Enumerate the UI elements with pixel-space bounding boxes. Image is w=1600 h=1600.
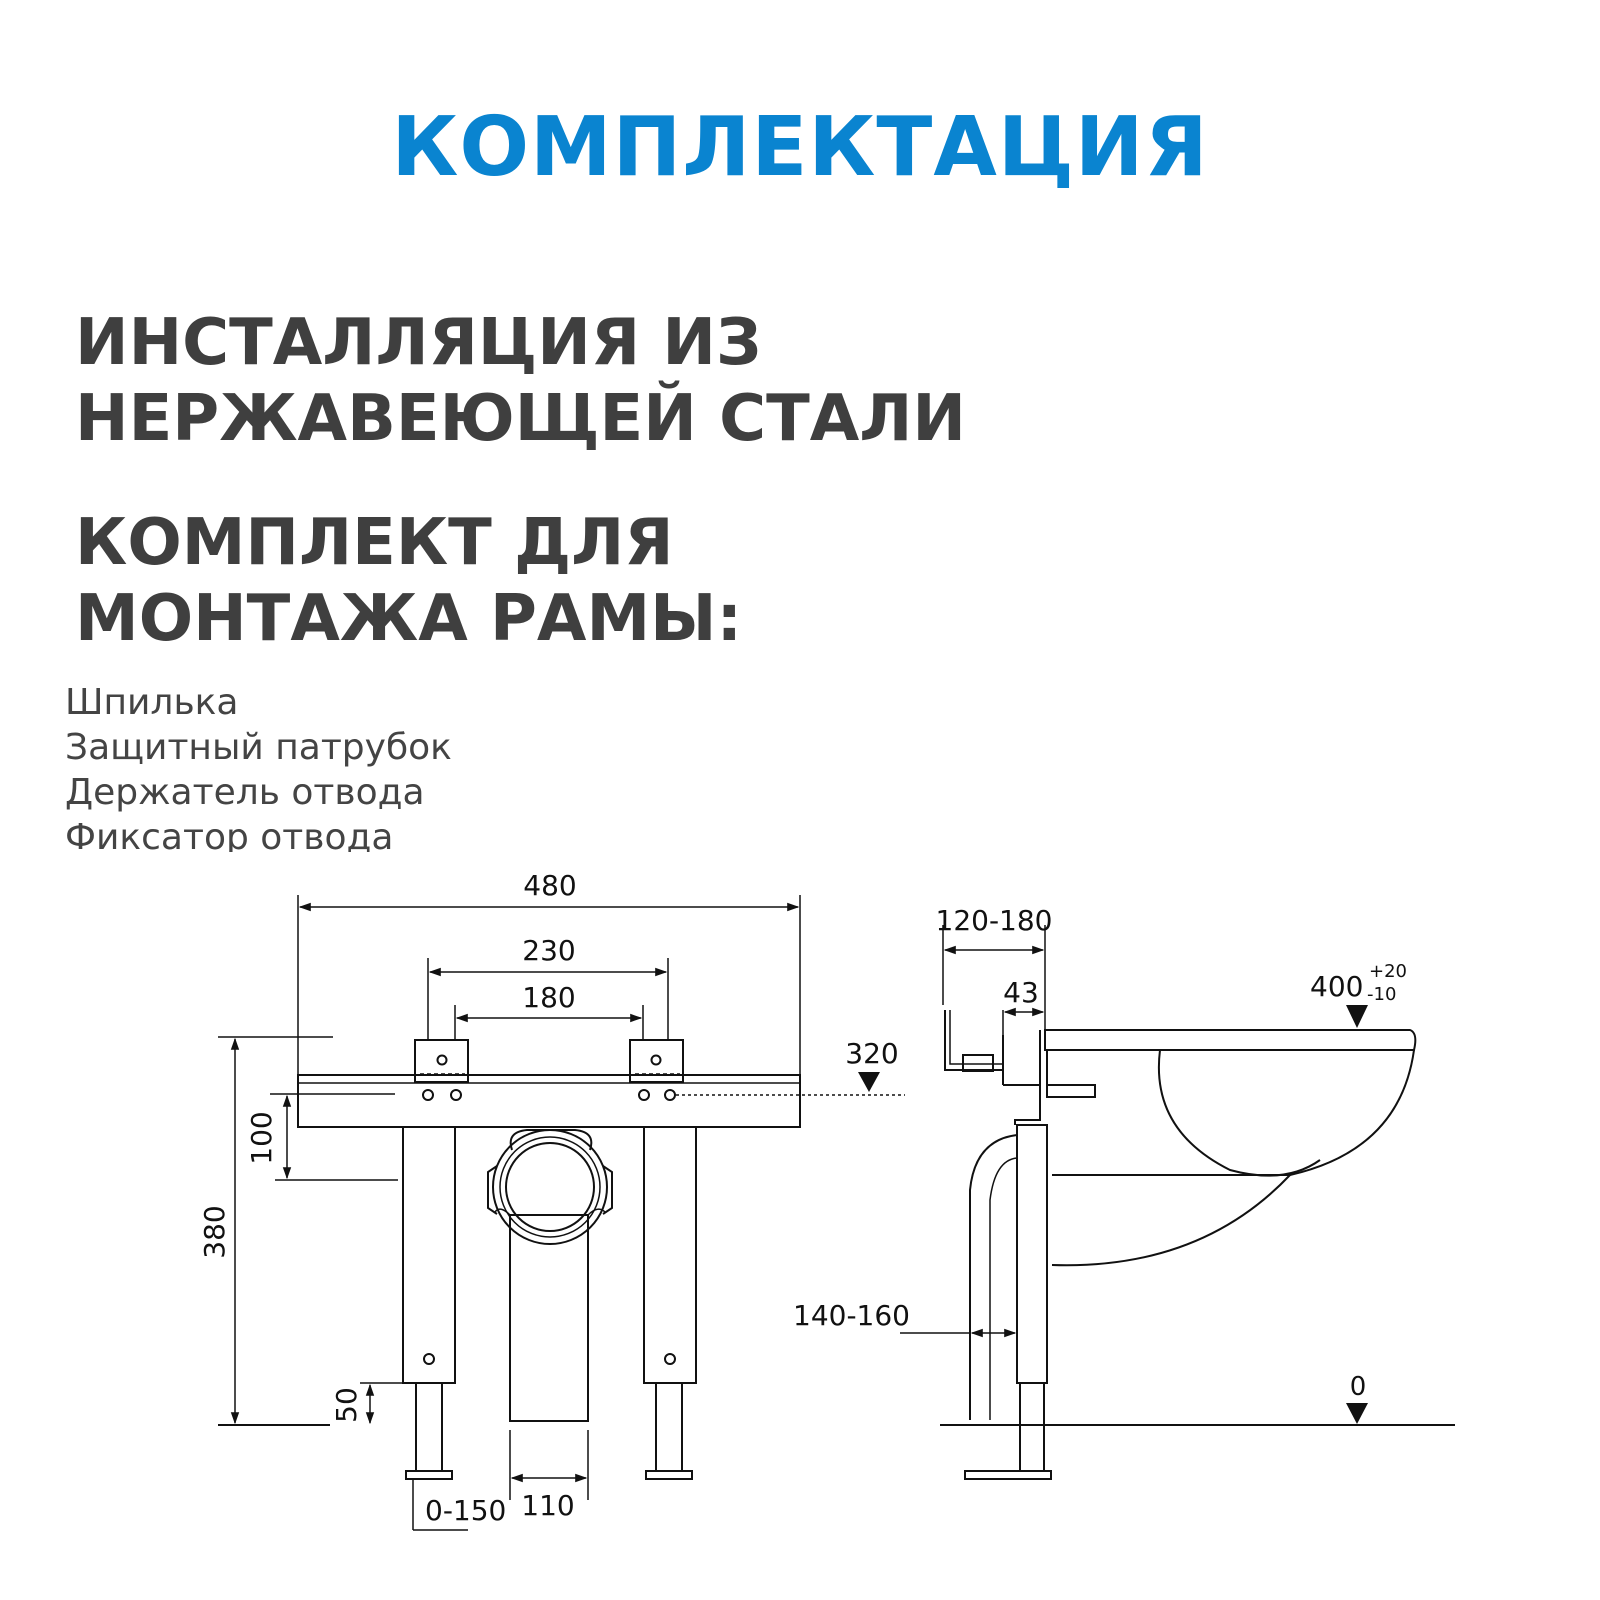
label-50: 50 — [330, 1387, 363, 1423]
side-frame-post — [1016, 1124, 1048, 1384]
drain-ring-outer — [492, 1129, 608, 1245]
drain-pipe — [509, 1214, 589, 1422]
label-400: 400 — [1310, 970, 1363, 1003]
label-0-150: 0-150 — [425, 1494, 506, 1527]
label-400-tolerance-upper: +20 — [1369, 961, 1407, 982]
left-foot — [415, 1382, 443, 1472]
list-item: Фиксатор отвода — [65, 817, 394, 852]
heading-line: НЕРЖАВЕЮЩЕЙ СТАЛИ — [75, 382, 966, 456]
heading-installation: ИНСТАЛЛЯЦИЯ ИЗ НЕРЖАВЕЮЩЕЙ СТАЛИ — [75, 305, 966, 457]
label-100: 100 — [245, 1111, 278, 1164]
heading-line: КОМПЛЕКТ ДЛЯ — [75, 506, 674, 580]
right-foot — [655, 1382, 683, 1472]
front-view — [218, 895, 905, 1531]
label-400-tolerance-lower: -10 — [1367, 984, 1396, 1005]
level-marker-0 — [1346, 1403, 1368, 1424]
heading-mounting-kit: КОМПЛЕКТ ДЛЯ МОНТАЖА РАМЫ: — [75, 505, 742, 657]
list-item: Защитный патрубок — [65, 727, 452, 768]
list-item: Шпилька — [65, 682, 239, 723]
heading-line: МОНТАЖА РАМЫ: — [75, 582, 743, 656]
side-bracket — [944, 1010, 1003, 1071]
label-480: 480 — [523, 869, 576, 902]
label-140-160: 140-160 — [793, 1299, 910, 1332]
label-0: 0 — [1350, 1372, 1367, 1402]
right-bracket — [629, 1039, 684, 1083]
page-title: КОМПЛЕКТАЦИЯ — [391, 100, 1209, 195]
label-230: 230 — [522, 934, 575, 967]
left-leg — [402, 1126, 456, 1384]
side-foot-plate — [964, 1470, 1052, 1480]
label-120-180: 120-180 — [936, 904, 1053, 937]
kit-items-list: Шпилька Защитный патрубок Держатель отво… — [65, 680, 765, 852]
toilet-rim — [1044, 1029, 1417, 1051]
label-110: 110 — [521, 1489, 574, 1522]
list-item: Держатель отвода — [65, 772, 425, 813]
heading-line: ИНСТАЛЛЯЦИЯ ИЗ — [75, 306, 762, 380]
left-foot-plate — [405, 1470, 453, 1480]
level-marker-320 — [858, 1072, 880, 1092]
side-drain-pipe — [969, 1134, 1018, 1420]
drain-ring-inner — [505, 1142, 595, 1232]
left-bracket — [414, 1039, 469, 1083]
label-43: 43 — [1003, 976, 1039, 1009]
label-320: 320 — [845, 1037, 898, 1070]
right-foot-plate — [645, 1470, 693, 1480]
toilet-bowl-outer — [1051, 1174, 1291, 1267]
label-180: 180 — [522, 981, 575, 1014]
top-beam — [297, 1074, 801, 1128]
right-leg — [643, 1126, 697, 1384]
label-380: 380 — [198, 1205, 231, 1258]
side-foot — [1019, 1382, 1045, 1472]
toilet-bowl-inner — [1157, 1049, 1321, 1177]
side-bolt — [1046, 1084, 1096, 1098]
side-view — [900, 925, 1455, 1480]
level-marker-400 — [1346, 1005, 1368, 1028]
